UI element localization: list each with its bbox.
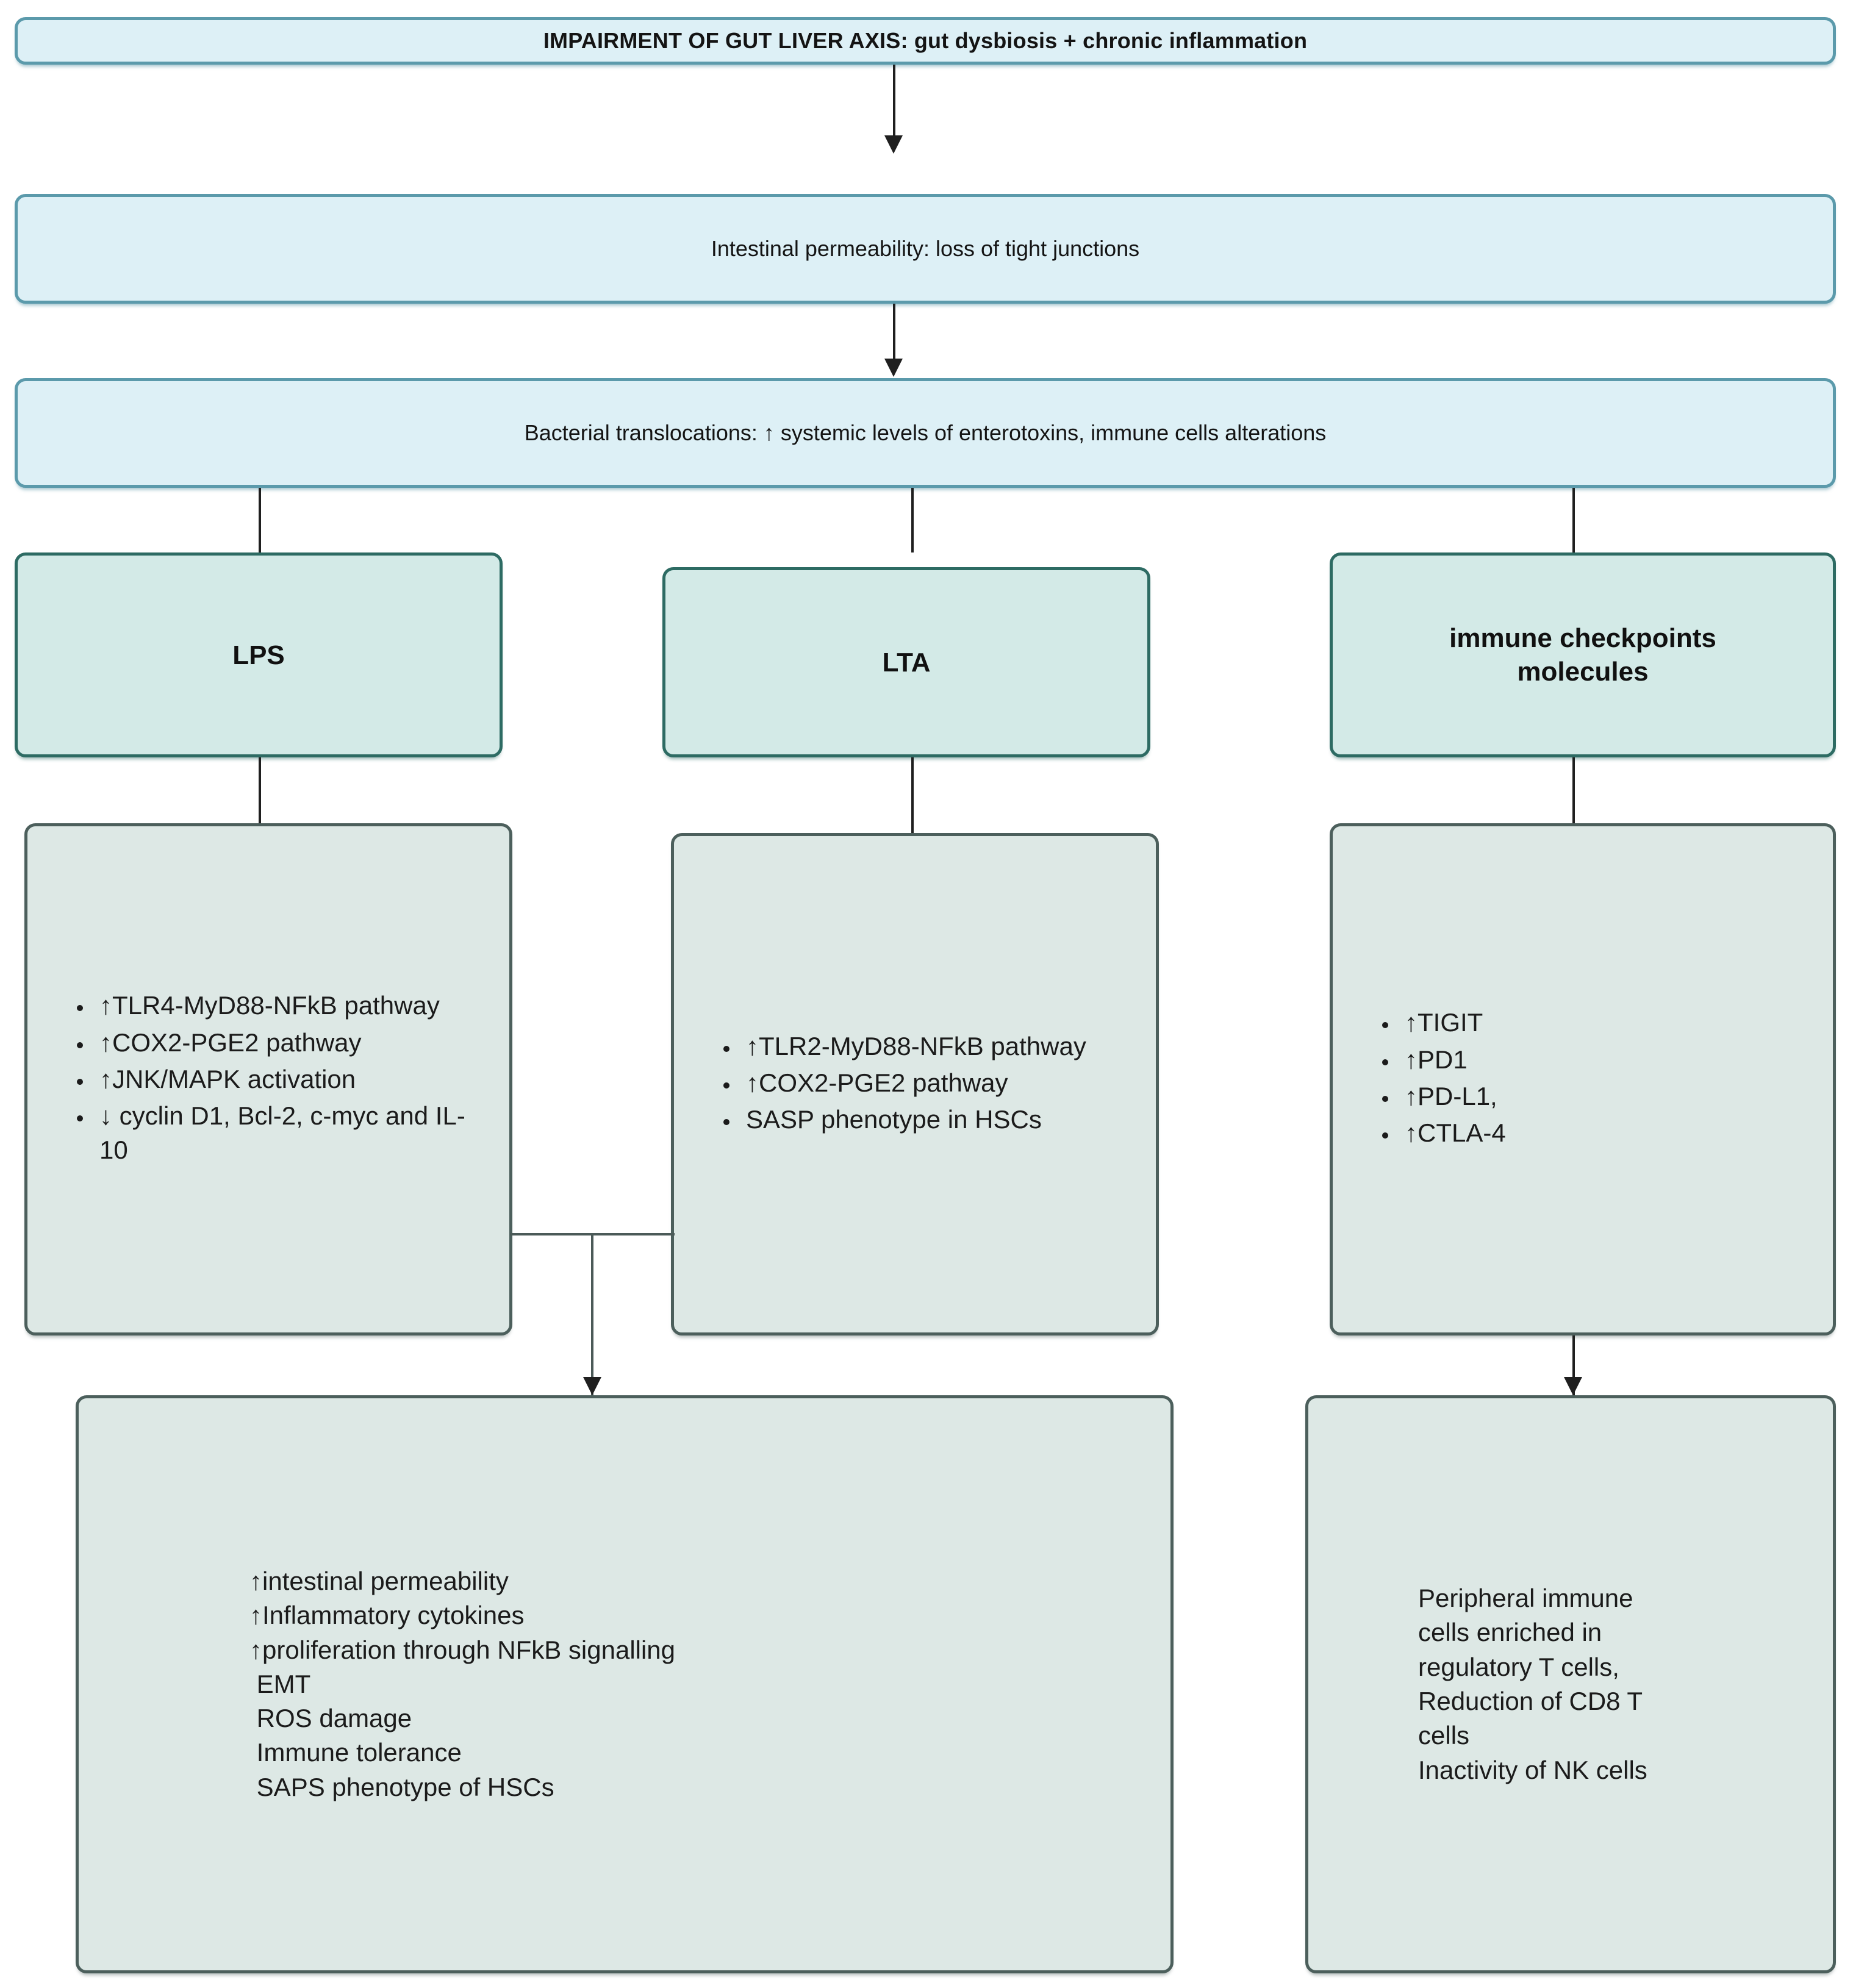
list-item: SASP phenotype in HSCs — [740, 1103, 1135, 1137]
node-outcomes-right: Peripheral immune cells enriched in regu… — [1305, 1395, 1836, 1973]
list-item: ↑proliferation through NFkB signalling — [249, 1635, 676, 1664]
checkpoint-details-list: ↑TIGIT ↑PD1 ↑PD-L1, ↑CTLA-4 — [1361, 1006, 1812, 1150]
outcomes-left-list: ↑intestinal permeability ↑Inflammatory c… — [249, 1564, 1150, 1804]
node-lps-label: LPS — [232, 640, 285, 670]
connector-merge-down — [591, 1233, 593, 1398]
list-item: ROS damage — [249, 1704, 412, 1733]
list-item: Immune tolerance — [249, 1738, 462, 1767]
arrowhead-impairment-to-permeability — [884, 135, 903, 154]
list-item: ↑PD-L1, — [1399, 1079, 1812, 1114]
connector-translocation-to-lta — [911, 488, 914, 552]
list-item: ↑JNK/MAPK activation — [93, 1062, 489, 1096]
connector-impairment-to-permeability — [893, 65, 895, 139]
connector-checkpoints-to-checkpoint-details — [1572, 757, 1575, 823]
connector-permeability-to-translocation — [893, 304, 895, 365]
list-item: ↑TLR2-MyD88-NFkB pathway — [740, 1029, 1135, 1064]
node-lta-label: LTA — [882, 647, 931, 678]
list-item: ↑CTLA-4 — [1399, 1116, 1812, 1150]
list-item: cells — [1418, 1721, 1470, 1750]
connector-translocation-to-lps — [259, 488, 261, 552]
node-lps-details: ↑TLR4-MyD88-NFkB pathway ↑COX2-PGE2 path… — [24, 823, 512, 1335]
list-item: ↑COX2-PGE2 pathway — [740, 1066, 1135, 1100]
list-item: ↑TIGIT — [1399, 1006, 1812, 1040]
list-item: ↑TLR4-MyD88-NFkB pathway — [93, 989, 489, 1023]
lps-details-list: ↑TLR4-MyD88-NFkB pathway ↑COX2-PGE2 path… — [56, 989, 489, 1167]
lps-details-content: ↑TLR4-MyD88-NFkB pathway ↑COX2-PGE2 path… — [27, 989, 509, 1170]
node-lta-details: ↑TLR2-MyD88-NFkB pathway ↑COX2-PGE2 path… — [671, 833, 1159, 1335]
node-impairment-gut-liver-axis: IMPAIRMENT OF GUT LIVER AXIS: gut dysbio… — [15, 17, 1836, 65]
node-impairment-gut-liver-axis-label: IMPAIRMENT OF GUT LIVER AXIS: gut dysbio… — [543, 28, 1308, 53]
node-lta: LTA — [662, 567, 1150, 757]
list-item: SAPS phenotype of HSCs — [249, 1772, 554, 1801]
node-intestinal-permeability-label: Intestinal permeability: loss of tight j… — [711, 236, 1140, 261]
connector-checkpoints-to-outcomes — [1572, 1335, 1575, 1396]
node-lps: LPS — [15, 552, 503, 757]
arrowhead-merge-to-outcomes — [583, 1377, 601, 1395]
list-item: EMT — [249, 1669, 311, 1698]
list-item: ↑intestinal permeability — [249, 1567, 509, 1596]
connector-lta-to-lta-details — [911, 757, 914, 833]
list-item: Peripheral immune — [1418, 1584, 1633, 1613]
node-bacterial-translocations: Bacterial translocations: ↑ systemic lev… — [15, 378, 1836, 488]
arrowhead-permeability-to-translocation — [884, 359, 903, 377]
node-intestinal-permeability: Intestinal permeability: loss of tight j… — [15, 194, 1836, 304]
list-item: Reduction of CD8 T — [1418, 1687, 1643, 1715]
outcomes-right-list: Peripheral immune cells enriched in regu… — [1418, 1581, 1812, 1787]
list-item: regulatory T cells, — [1418, 1652, 1619, 1681]
connector-lps-to-lps-details — [259, 757, 261, 823]
list-item: Inactivity of NK cells — [1418, 1755, 1647, 1784]
lta-details-list: ↑TLR2-MyD88-NFkB pathway ↑COX2-PGE2 path… — [702, 1029, 1135, 1137]
outcomes-right-content: Peripheral immune cells enriched in regu… — [1308, 1581, 1833, 1787]
checkpoint-details-content: ↑TIGIT ↑PD1 ↑PD-L1, ↑CTLA-4 — [1333, 1006, 1833, 1153]
outcomes-left-content: ↑intestinal permeability ↑Inflammatory c… — [79, 1564, 1170, 1804]
node-immune-checkpoints-molecules: immune checkpoints molecules — [1330, 552, 1836, 757]
list-item: ↑COX2-PGE2 pathway — [93, 1026, 489, 1060]
list-item: ↑PD1 — [1399, 1043, 1812, 1077]
lta-details-content: ↑TLR2-MyD88-NFkB pathway ↑COX2-PGE2 path… — [674, 1029, 1156, 1140]
node-bacterial-translocations-label: Bacterial translocations: ↑ systemic lev… — [524, 420, 1327, 445]
connector-translocation-to-checkpoints — [1572, 488, 1575, 552]
arrowhead-checkpoints-to-outcomes — [1564, 1377, 1582, 1395]
list-item: ↓ cyclin D1, Bcl-2, c-myc and IL-10 — [93, 1099, 489, 1168]
node-outcomes-left: ↑intestinal permeability ↑Inflammatory c… — [76, 1395, 1174, 1973]
list-item: ↑Inflammatory cytokines — [249, 1601, 525, 1630]
node-immune-checkpoints-molecules-label: immune checkpoints molecules — [1449, 623, 1716, 687]
node-checkpoint-details: ↑TIGIT ↑PD1 ↑PD-L1, ↑CTLA-4 — [1330, 823, 1836, 1335]
list-item: cells enriched in — [1418, 1618, 1602, 1647]
